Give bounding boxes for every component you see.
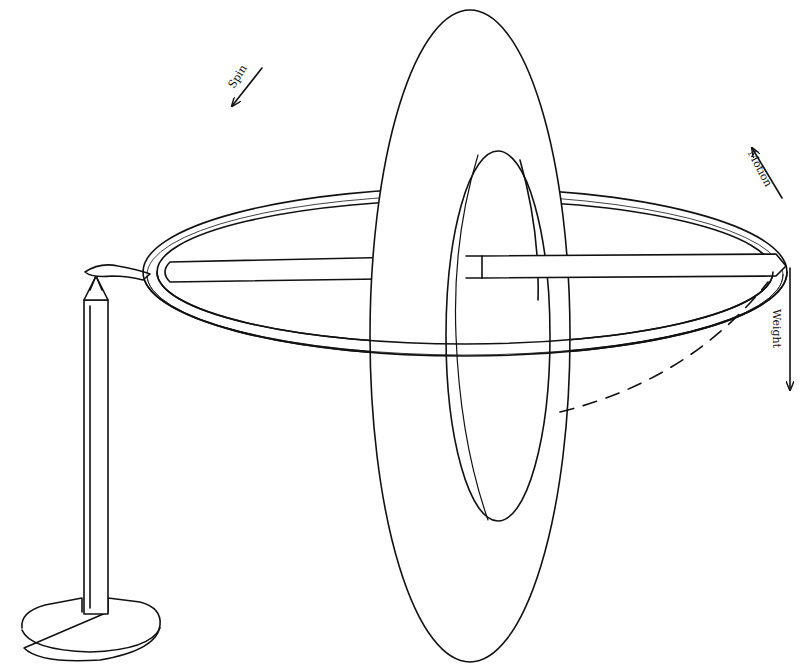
gimbal-ring-front bbox=[143, 272, 787, 356]
precession-path bbox=[560, 282, 768, 412]
axle bbox=[482, 254, 786, 278]
weight-arrow bbox=[789, 268, 791, 390]
force-label: Weight bbox=[770, 309, 781, 348]
stand bbox=[22, 276, 160, 661]
force-label: Spin bbox=[227, 62, 250, 89]
spinning-wheel bbox=[370, 10, 570, 662]
force-label: Motion bbox=[746, 148, 774, 188]
